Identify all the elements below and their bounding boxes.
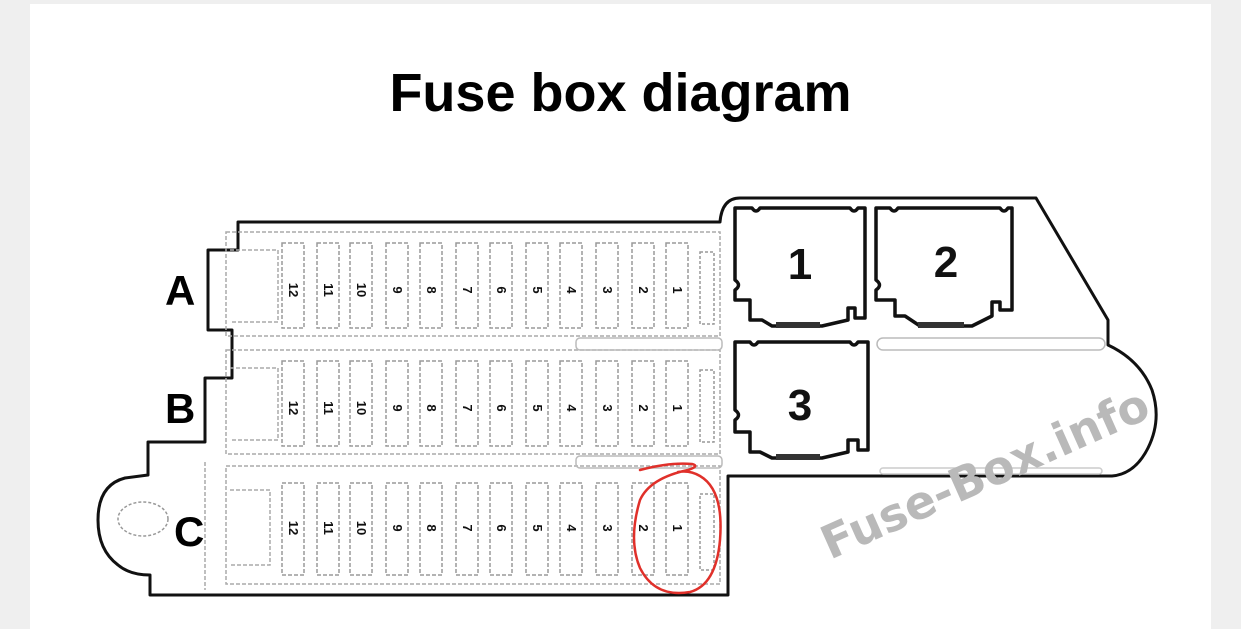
- fuse-slot-c6[interactable]: 6: [489, 482, 513, 576]
- fuse-slot-a2[interactable]: 2: [631, 242, 655, 329]
- fuse-number: 9: [390, 404, 405, 411]
- mounting-hole: [117, 501, 169, 537]
- fuse-number: 8: [424, 404, 439, 411]
- fuse-slot-a9[interactable]: 9: [385, 242, 409, 329]
- row-label-c: C: [174, 508, 204, 555]
- fuse-slot-a5[interactable]: 5: [525, 242, 549, 329]
- relay-3-label: 3: [788, 381, 812, 430]
- fuse-number: 10: [354, 521, 369, 535]
- fuse-number: 3: [600, 286, 615, 293]
- row-label-a: A: [165, 267, 195, 314]
- fuse-number: 1: [670, 286, 685, 293]
- fuse-number: 9: [390, 286, 405, 293]
- fuse-slot-a11[interactable]: 11: [316, 242, 340, 329]
- fuse-number: 9: [390, 524, 405, 531]
- fuse-slot-a12[interactable]: 12: [281, 242, 305, 329]
- fuse-number: 6: [494, 286, 509, 293]
- page-title: Fuse box diagram: [389, 63, 852, 123]
- relay-1-label: 1: [788, 240, 812, 289]
- fuse-slot-a6[interactable]: 6: [489, 242, 513, 329]
- fuse-number: 2: [636, 404, 651, 411]
- fuse-slot-a10[interactable]: 10: [349, 242, 373, 329]
- fuse-number: 11: [321, 521, 336, 535]
- fuse-slot-c5[interactable]: 5: [525, 482, 549, 576]
- row-end-stubs: [699, 251, 715, 571]
- fuse-slot-b9[interactable]: 9: [385, 360, 409, 447]
- fuse-slot-b5[interactable]: 5: [525, 360, 549, 447]
- fuse-number: 12: [286, 401, 301, 415]
- relay-2-label: 2: [934, 238, 958, 287]
- fuse-slot-a3[interactable]: 3: [595, 242, 619, 329]
- fuse-number: 2: [636, 286, 651, 293]
- fuse-slot-b1[interactable]: 1: [665, 360, 689, 447]
- fuse-number: 12: [286, 283, 301, 297]
- fuse-slot-c11[interactable]: 11: [316, 482, 340, 576]
- fuse-slot-b10[interactable]: 10: [349, 360, 373, 447]
- fuse-slot-c7[interactable]: 7: [455, 482, 479, 576]
- fuse-slot-b4[interactable]: 4: [559, 360, 583, 447]
- fuse-slot-b6[interactable]: 6: [489, 360, 513, 447]
- fuse-number: 10: [354, 283, 369, 297]
- fuse-number: 3: [600, 404, 615, 411]
- fuse-slot-a7[interactable]: 7: [455, 242, 479, 329]
- fuse-slot-c9[interactable]: 9: [385, 482, 409, 576]
- fuse-number: 1: [670, 404, 685, 411]
- fuse-slot-c1[interactable]: 1: [665, 482, 689, 576]
- relay-1[interactable]: 1: [733, 206, 867, 328]
- fuse-number: 6: [494, 404, 509, 411]
- fuse-number: 7: [460, 286, 475, 293]
- relay-2[interactable]: 2: [874, 206, 1014, 328]
- fuse-number: 12: [286, 521, 301, 535]
- fuse-slot-a4[interactable]: 4: [559, 242, 583, 329]
- fuse-number: 4: [564, 524, 579, 532]
- fuse-number: 6: [494, 524, 509, 531]
- fuse-number: 4: [564, 286, 579, 294]
- fuse-slot-b12[interactable]: 12: [281, 360, 305, 447]
- fuse-slot-b3[interactable]: 3: [595, 360, 619, 447]
- relay-3[interactable]: 3: [733, 340, 870, 460]
- fuse-slot-c12[interactable]: 12: [281, 482, 305, 576]
- fuse-number: 5: [530, 524, 545, 531]
- highlight-circle: [632, 462, 722, 595]
- fuse-slot-c4[interactable]: 4: [559, 482, 583, 576]
- fuse-slot-b11[interactable]: 11: [316, 360, 340, 447]
- fuse-number: 8: [424, 524, 439, 531]
- fuse-number: 11: [321, 401, 336, 415]
- fuse-number: 8: [424, 286, 439, 293]
- fuse-number: 7: [460, 524, 475, 531]
- fuse-number: 5: [530, 286, 545, 293]
- row-label-b: B: [165, 385, 195, 432]
- fuse-number: 11: [321, 283, 336, 297]
- fuse-slot-c8[interactable]: 8: [419, 482, 443, 576]
- fuse-number: 2: [636, 524, 651, 531]
- fuse-slot-b7[interactable]: 7: [455, 360, 479, 447]
- fuse-number: 4: [564, 404, 579, 412]
- fuse-number: 1: [670, 524, 685, 531]
- fuse-slot-c10[interactable]: 10: [349, 482, 373, 576]
- fuse-slot-c3[interactable]: 3: [595, 482, 619, 576]
- fuse-number: 3: [600, 524, 615, 531]
- fuse-slot-b8[interactable]: 8: [419, 360, 443, 447]
- fuse-number: 5: [530, 404, 545, 411]
- fuse-number: 10: [354, 401, 369, 415]
- row-frames: [204, 231, 1106, 590]
- fuse-number: 7: [460, 404, 475, 411]
- fuse-slot-b2[interactable]: 2: [631, 360, 655, 447]
- fuse-slot-a8[interactable]: 8: [419, 242, 443, 329]
- fuse-slot-a1[interactable]: 1: [665, 242, 689, 329]
